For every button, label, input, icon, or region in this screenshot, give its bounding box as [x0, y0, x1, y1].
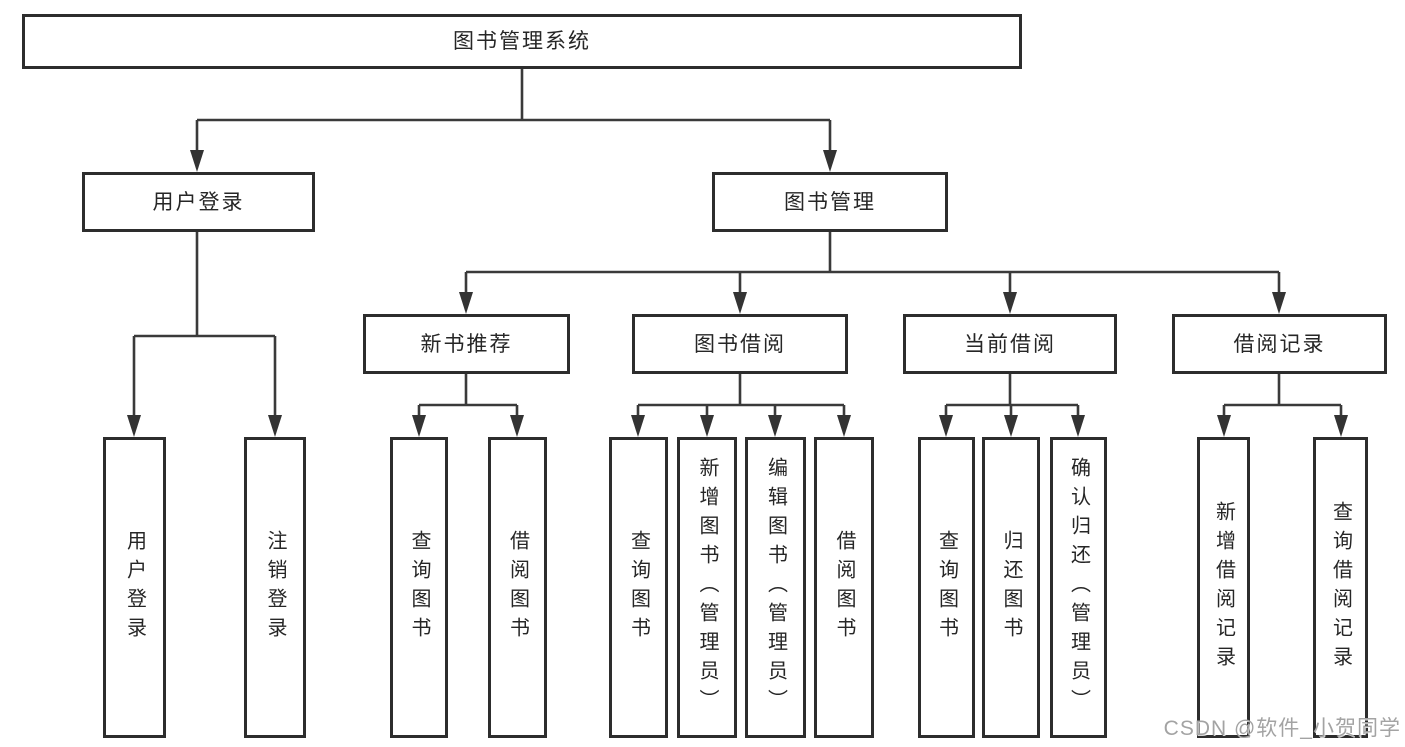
node-label: 新增借阅记录	[1212, 500, 1235, 675]
leaf-add-borrow-record: 新增借阅记录	[1197, 437, 1250, 738]
leaf-confirm-return-admin: 确认归还（管理员）	[1050, 437, 1107, 738]
node-label: 查询借阅记录	[1329, 500, 1352, 675]
leaf-borrow-books: 借阅图书	[814, 437, 874, 738]
node-book-borrowing: 图书借阅	[632, 314, 848, 374]
leaf-edit-books-admin: 编辑图书（管理员）	[745, 437, 806, 738]
leaf-user-login: 用户登录	[103, 437, 166, 738]
node-label: 借阅图书	[833, 529, 855, 646]
csdn-watermark: CSDN @软件_小贺同学	[1163, 717, 1401, 740]
leaf-query-borrow-record: 查询借阅记录	[1313, 437, 1368, 738]
node-user-login: 用户登录	[82, 172, 315, 232]
node-label: 借阅图书	[506, 529, 529, 646]
leaf-borrow-books-recommend: 借阅图书	[488, 437, 547, 738]
node-root-library-system: 图书管理系统	[22, 14, 1022, 69]
node-label: 查询图书	[935, 529, 958, 646]
node-label: 当前借阅	[964, 332, 1056, 356]
node-label: 编辑图书（管理员）	[764, 457, 787, 718]
node-label: 图书管理系统	[453, 30, 591, 53]
node-label: 借阅记录	[1233, 332, 1326, 356]
node-label: 查询图书	[627, 529, 650, 646]
leaf-query-books-recommend: 查询图书	[390, 437, 448, 738]
node-book-management: 图书管理	[712, 172, 948, 232]
node-label: 注销登录	[264, 529, 286, 646]
node-label: 查询图书	[408, 529, 430, 646]
node-label: 归还图书	[1000, 529, 1022, 646]
leaf-return-books: 归还图书	[982, 437, 1040, 738]
leaf-logout: 注销登录	[244, 437, 306, 738]
node-label: 新书推荐	[420, 332, 513, 356]
leaf-query-books-current: 查询图书	[918, 437, 975, 738]
node-label: 新增图书（管理员）	[696, 457, 718, 718]
node-new-book-recommend: 新书推荐	[363, 314, 570, 374]
node-label: 图书管理	[784, 190, 876, 214]
leaf-add-books-admin: 新增图书（管理员）	[677, 437, 737, 738]
node-label: 图书借阅	[694, 332, 786, 356]
leaf-query-books-borrowing: 查询图书	[609, 437, 668, 738]
node-label: 用户登录	[152, 190, 245, 214]
node-current-borrowing: 当前借阅	[903, 314, 1117, 374]
node-label: 用户登录	[123, 529, 146, 646]
node-label: 确认归还（管理员）	[1067, 457, 1090, 718]
node-borrowing-records: 借阅记录	[1172, 314, 1387, 374]
